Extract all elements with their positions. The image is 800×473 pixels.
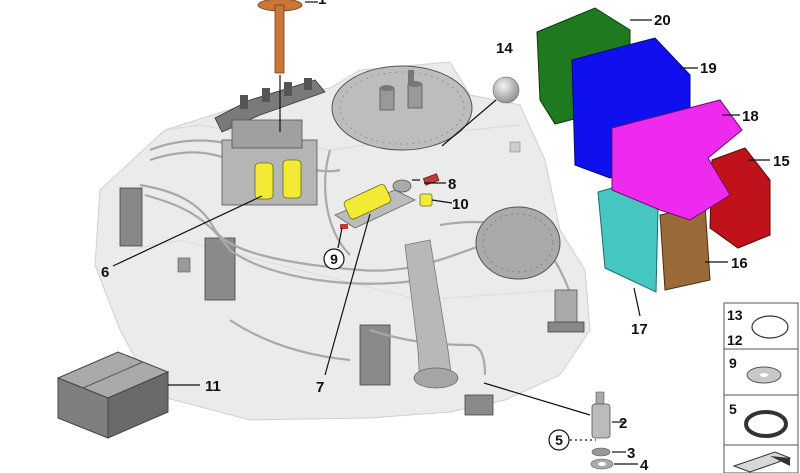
label-20: 20 <box>654 12 671 29</box>
legend-label-9: 9 <box>729 355 737 371</box>
tank-lid-large <box>331 65 473 151</box>
washer-3 <box>591 447 611 457</box>
o-ring-icon <box>751 315 789 339</box>
leader-lines <box>112 1 770 465</box>
bracket-left <box>119 187 143 247</box>
label-14: 14 <box>496 40 513 57</box>
callout-9: 9 <box>323 248 345 270</box>
legend-label-12: 12 <box>727 332 743 348</box>
legend-label-5: 5 <box>729 401 737 417</box>
foam-magenta <box>611 99 743 221</box>
fuel-rail <box>214 78 326 133</box>
filter-yellow-2 <box>282 159 302 199</box>
pump-module <box>221 119 318 206</box>
label-11: 11 <box>205 378 221 395</box>
label-18: 18 <box>742 108 759 125</box>
bracket-mid <box>204 237 236 301</box>
label-8: 8 <box>448 176 456 193</box>
yellow-pump-assembly <box>334 179 416 229</box>
float-ball <box>492 76 520 104</box>
pin-red <box>340 224 348 229</box>
legend-label-13: 13 <box>727 307 743 323</box>
fuel-tank <box>94 61 591 421</box>
service-box <box>56 351 170 439</box>
foam-red <box>709 147 771 249</box>
svg-text:5: 5 <box>555 432 563 448</box>
label-6: 6 <box>101 264 109 281</box>
label-1: 1 <box>318 0 326 8</box>
label-16: 16 <box>731 255 748 272</box>
fuel-pump-small <box>590 391 614 470</box>
label-10: 10 <box>452 196 469 213</box>
label-3: 3 <box>627 445 635 462</box>
sensor-rod <box>257 0 303 74</box>
label-4: 4 <box>640 457 649 473</box>
yellow-pump <box>343 184 392 220</box>
tank-lid-round <box>475 206 561 280</box>
label-19: 19 <box>700 60 717 77</box>
filter-yellow-1 <box>254 162 274 200</box>
part-labels: 1 2 3 4 6 7 8 10 11 14 15 16 17 18 19 20 <box>101 0 790 473</box>
label-15: 15 <box>773 153 790 170</box>
seal-ring-icon <box>744 410 788 438</box>
label-7: 7 <box>316 379 324 396</box>
foam-pads <box>536 7 771 293</box>
callout-5: 5 <box>548 429 570 451</box>
clip-yellow <box>419 193 433 207</box>
svg-text:9: 9 <box>330 251 338 267</box>
legend-panels: 13 12 9 5 <box>723 302 799 473</box>
label-2: 2 <box>619 415 627 432</box>
label-17: 17 <box>631 321 648 338</box>
